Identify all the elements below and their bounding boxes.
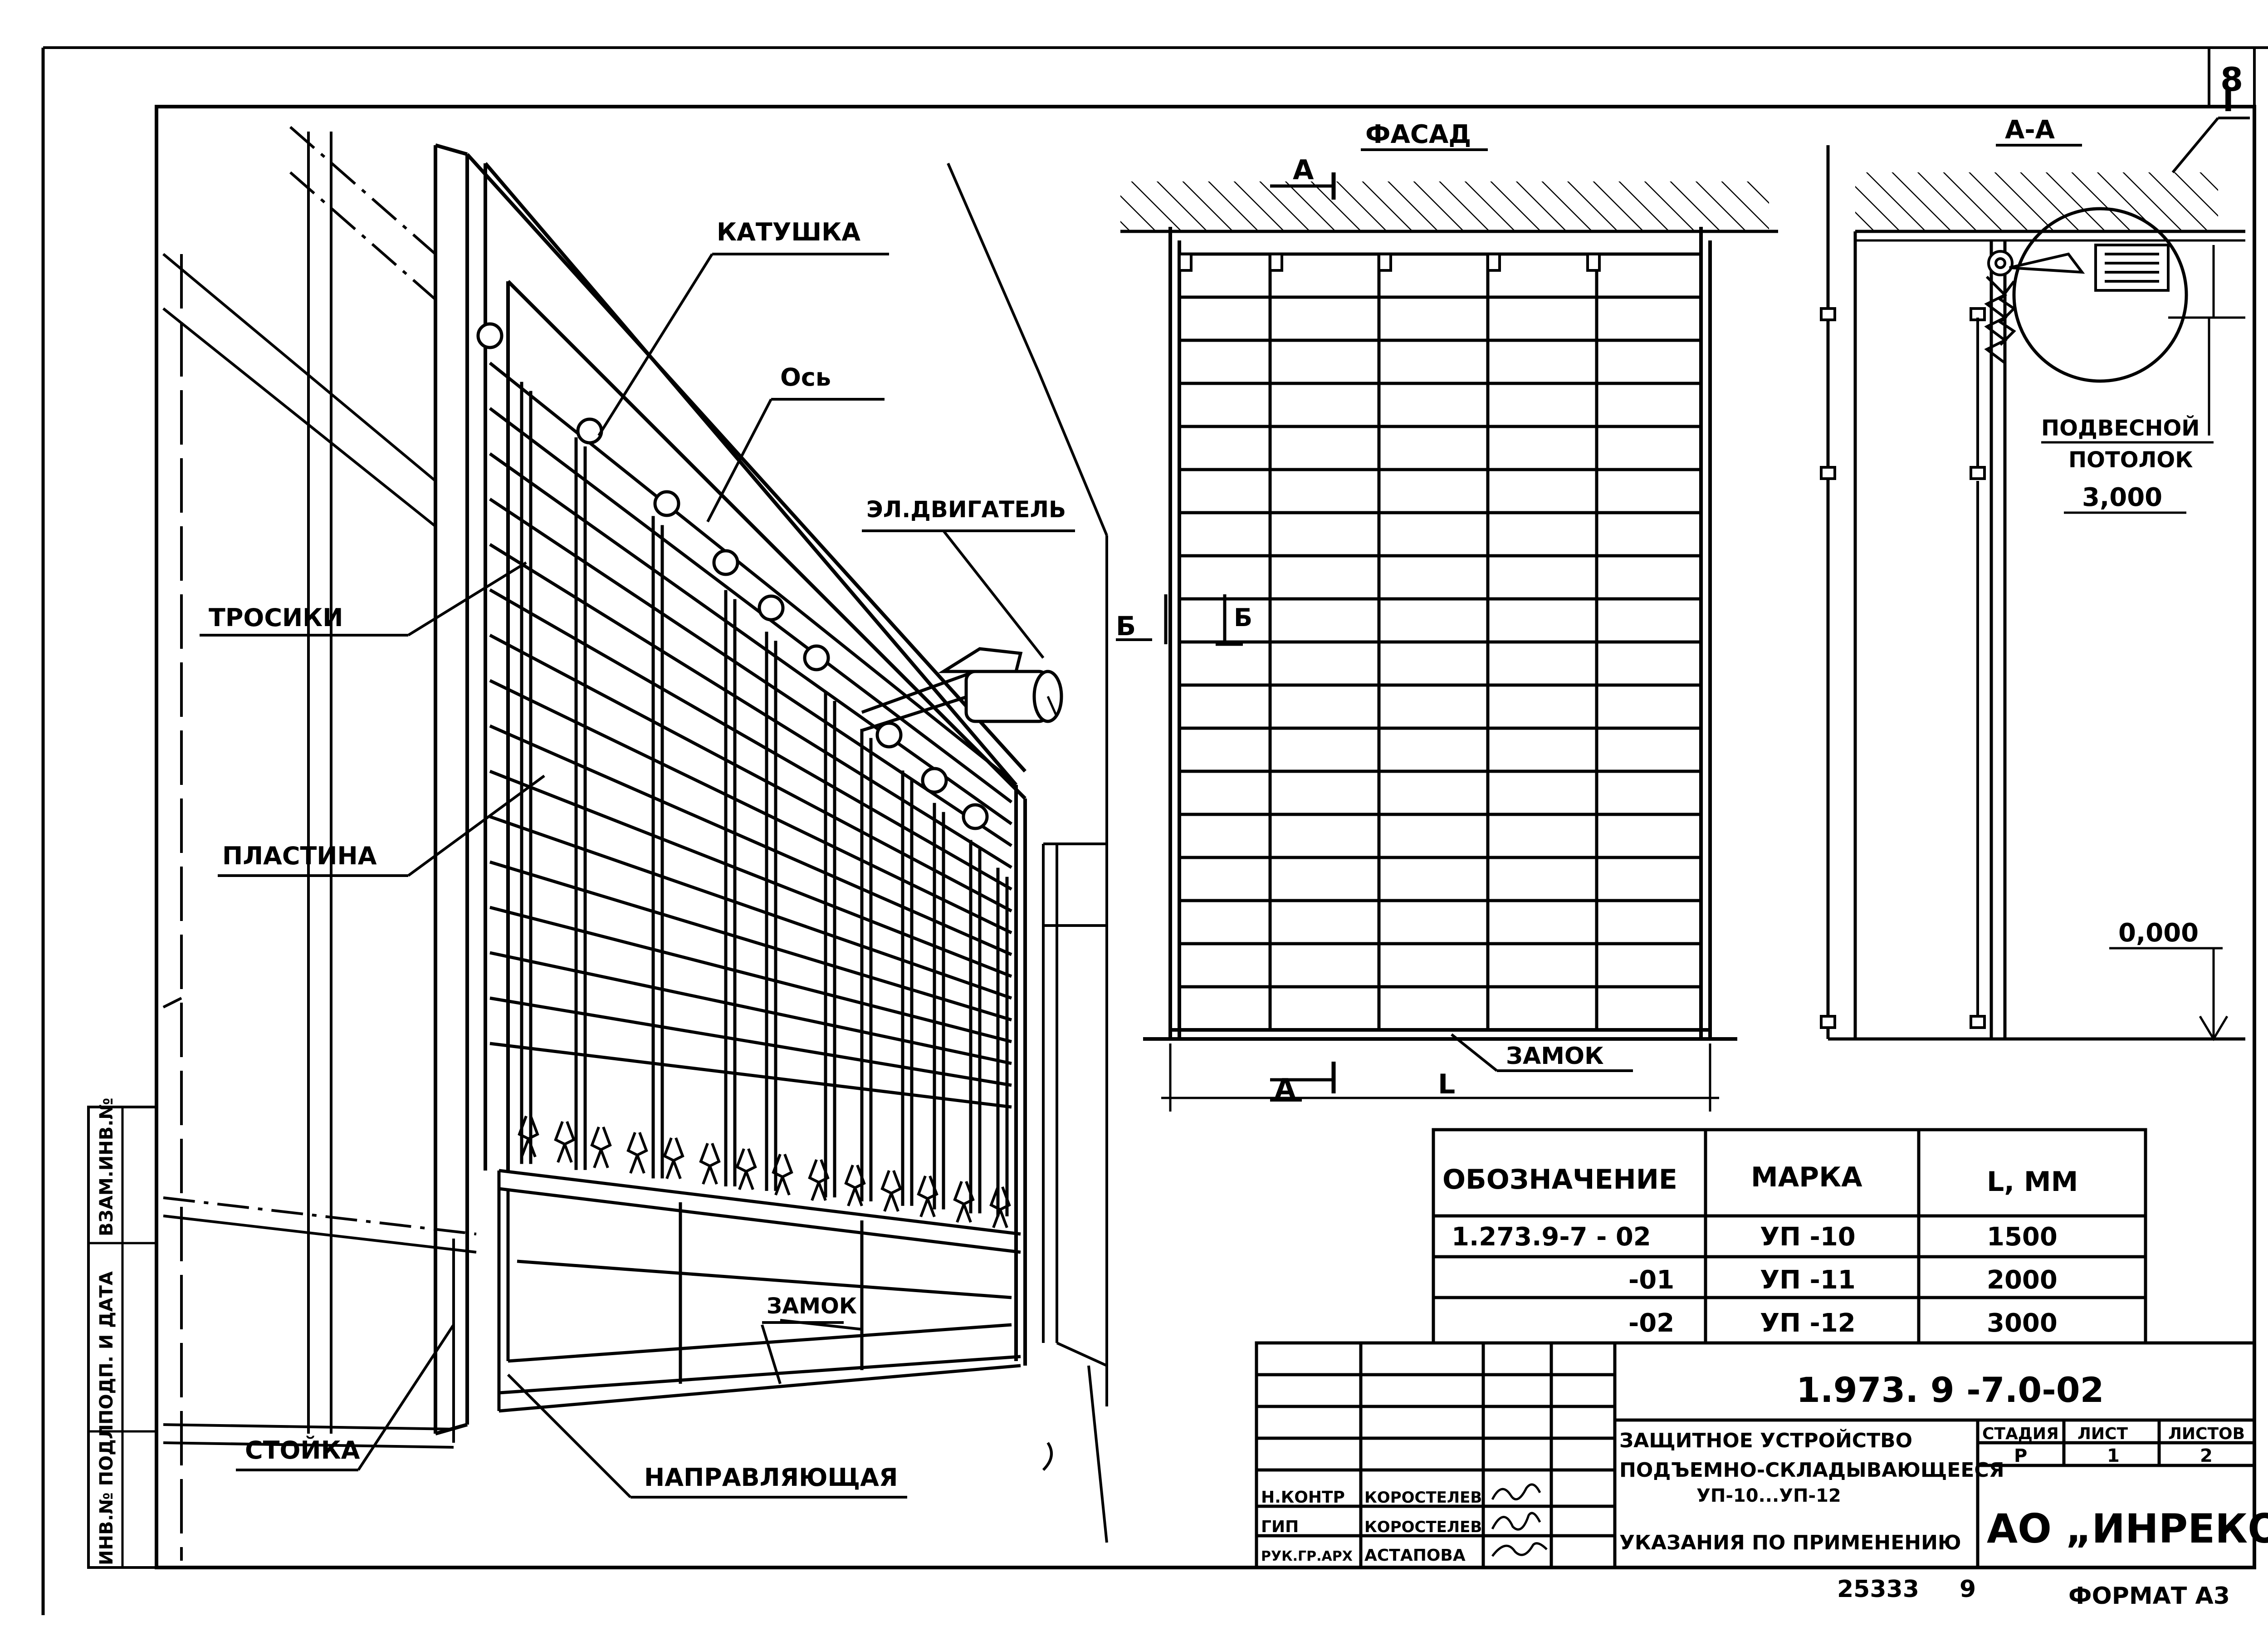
signer-name-1: КОРОСТЕЛЕВ [1364, 1489, 1482, 1507]
title-sheet: 1 [2107, 1445, 2120, 1466]
title-desc-line4: УКАЗАНИЯ ПО ПРИМЕНЕНИЮ [1619, 1531, 1961, 1554]
facade-reel [1486, 253, 1501, 272]
signer-role-3: РУК.ГР.АРХ [1261, 1548, 1353, 1564]
signature-marks [1491, 1483, 1548, 1557]
facade-lock-label: ЗАМОК [1506, 1043, 1604, 1070]
title-desc-line1: ЗАЩИТНОЕ УСТРОЙСТВО [1619, 1428, 1912, 1452]
label-plastina: ПЛАСТИНА [222, 842, 377, 870]
spec-row2-length: 2000 [1987, 1265, 2058, 1295]
facade-view: ФАСАД А Б Б А [1116, 120, 1778, 1112]
spec-row3-designation: -02 [1628, 1308, 1674, 1338]
section-a-top: А [1293, 154, 1314, 186]
title-code: 1.973. 9 -7.0-02 [1796, 1370, 2104, 1410]
reel [875, 721, 903, 749]
side-stamp-col2: ПОДП. И ДАТА [96, 1271, 117, 1425]
signer-name-3: АСТАПОВА [1364, 1546, 1466, 1565]
title-desc-line3: УП-10...УП-12 [1696, 1485, 1841, 1506]
spec-header-length: L, ММ [1987, 1166, 2078, 1198]
facade-reel [1178, 253, 1193, 272]
facade-reel [1378, 253, 1392, 272]
spec-row3-length: 3000 [1987, 1308, 2058, 1338]
label-motor: ЭЛ.ДВИГАТЕЛЬ [866, 496, 1066, 523]
label-trosiki: ТРОСИКИ [209, 603, 343, 632]
label-stoyka: СТОЙКА [245, 1436, 360, 1465]
sheet-frame [41, 46, 2268, 1615]
signer-role-1: Н.КОНТР [1261, 1488, 1345, 1507]
lock-knot [880, 1170, 902, 1212]
lock-knot [554, 1121, 576, 1163]
lock-knot [917, 1175, 938, 1218]
facade-reel [1269, 253, 1283, 272]
reel [712, 549, 739, 576]
ceiling-label-line2: ПОТОЛОК [2068, 447, 2193, 473]
label-katushka: КАТУШКА [717, 218, 860, 246]
reel [803, 644, 830, 671]
spec-row1-mark: УП -10 [1760, 1222, 1856, 1252]
lock-knot [626, 1132, 648, 1174]
side-stamp-col3: ВЗАМ.ИНВ.№ [96, 1097, 117, 1236]
lock-knot [953, 1181, 975, 1223]
title-sheets-header: ЛИСТОВ [2168, 1425, 2245, 1443]
archive-sheet: 9 [1960, 1576, 1976, 1603]
title-stage-header: СТАДИЯ [1982, 1425, 2059, 1443]
signer-role-2: ГИП [1261, 1518, 1299, 1536]
perspective-view [162, 126, 1108, 1561]
reel [653, 490, 680, 517]
lock-knot [590, 1126, 612, 1169]
ceiling-level: 3,000 [2082, 483, 2162, 512]
lock-knot [844, 1164, 866, 1207]
lock-knot [518, 1115, 539, 1158]
label-os: Ось [780, 363, 831, 392]
spec-table: ОБОЗНАЧЕНИЕ МАРКА L, ММ 1.273.9-7 - 02 У… [1432, 1128, 2147, 1345]
reel [921, 767, 948, 794]
title-sheet-header: ЛИСТ [2077, 1425, 2128, 1443]
title-stage: Р [2014, 1445, 2027, 1466]
detail-marker: I [2223, 83, 2234, 118]
spec-row2-designation: -01 [1628, 1265, 1674, 1295]
lock-knot [699, 1142, 721, 1185]
lock-knot [989, 1186, 1011, 1229]
dimension-l: L [1438, 1068, 1455, 1100]
section-b-left: Б [1116, 611, 1136, 642]
lock-knot [735, 1148, 757, 1190]
ceiling-label-line1: ПОДВЕСНОЙ [2041, 415, 2200, 441]
lock-knot [808, 1159, 830, 1201]
side-stamp-col1: ИНВ.№ ПОДЛ. [96, 1417, 117, 1565]
title-desc-line2: ПОДЪЕМНО-СКЛАДЫВАЮЩЕЕСЯ [1619, 1459, 2004, 1482]
spec-row1-designation: 1.273.9-7 - 02 [1452, 1222, 1651, 1252]
section-aa-title: А-А [2005, 115, 2055, 145]
reel [476, 322, 503, 349]
title-sheets: 2 [2200, 1445, 2213, 1466]
spec-header-designation: ОБОЗНАЧЕНИЕ [1442, 1164, 1677, 1195]
spec-row1-length: 1500 [1987, 1222, 2058, 1252]
label-napravlyayushchaya: НАПРАВЛЯЮЩАЯ [644, 1463, 898, 1492]
facade-reel [1586, 253, 1601, 272]
format-label: ФОРМАТ А3 [2068, 1582, 2230, 1610]
lock-knot [663, 1137, 684, 1180]
section-b-right: Б [1234, 603, 1252, 632]
motor-icon [861, 647, 1063, 732]
facade-title: ФАСАД [1365, 120, 1471, 149]
reel [576, 417, 603, 445]
label-zamok-perspective: ЗАМОК [767, 1293, 857, 1319]
spec-row3-mark: УП -12 [1760, 1308, 1856, 1338]
title-block: 1.973. 9 -7.0-02 ЗАЩИТНОЕ УСТРОЙСТВО ПОД… [1255, 1341, 2268, 1569]
reel [962, 803, 989, 830]
spec-header-mark: МАРКА [1751, 1161, 1862, 1193]
spec-row2-mark: УП -11 [1760, 1265, 1856, 1295]
floor-level: 0,000 [2118, 918, 2199, 948]
lock-knot [772, 1153, 793, 1196]
archive-number: 25333 [1837, 1576, 1919, 1603]
page-number: 8 [2220, 60, 2243, 98]
side-stamp: ИНВ.№ ПОДЛ. ПОДП. И ДАТА ВЗАМ.ИНВ.№ [87, 1097, 158, 1569]
section-aa-view: А-А I [1820, 83, 2250, 1041]
signer-name-2: КОРОСТЕЛЕВ [1364, 1518, 1482, 1536]
reel [758, 594, 785, 622]
